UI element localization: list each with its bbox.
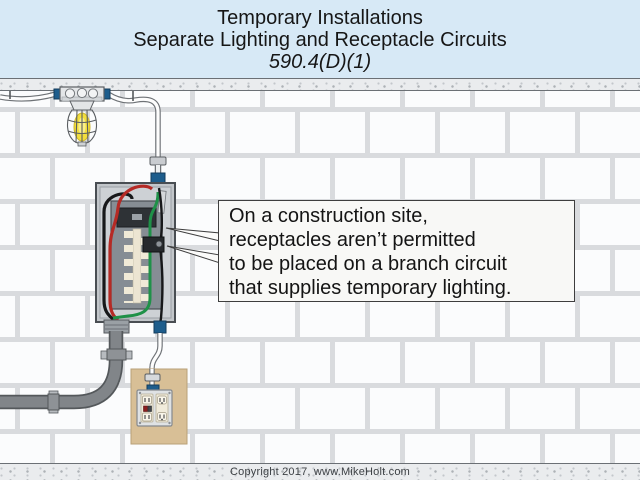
gfci-receptacle-icon	[140, 393, 154, 423]
duplex-receptacle-icon	[155, 393, 169, 423]
title-band: Temporary Installations Separate Lightin…	[0, 0, 640, 78]
code-reference: 590.4(D)(1)	[268, 51, 372, 73]
cable-hook-icon	[9, 91, 134, 101]
callout-line-3: to be placed on a branch circuit	[229, 253, 507, 275]
callout-line-4: that supplies temporary lighting.	[229, 277, 512, 299]
receptacle-cable	[149, 333, 163, 387]
callout-box: On a construction site, receptacles aren…	[218, 200, 575, 302]
callout-line-2: receptacles aren’t permitted	[229, 229, 476, 251]
callout-line-1: On a construction site,	[229, 205, 428, 227]
drop-conduit	[149, 156, 167, 186]
plate-screws	[138, 391, 171, 425]
work-light-icon	[66, 100, 98, 147]
panel-wiring	[102, 184, 164, 325]
junction-box	[53, 86, 111, 102]
electrical-panel	[95, 182, 176, 334]
black-branch-wire-2	[158, 246, 164, 325]
cable-connector-blue	[153, 320, 167, 334]
title-line-2: Separate Lighting and Receptacle Circuit…	[133, 29, 507, 51]
ceiling-strip	[0, 78, 640, 91]
conduit-strap	[100, 348, 133, 361]
red-feeder-wire	[108, 184, 154, 322]
wire-connector	[155, 240, 163, 248]
receptacle-assembly	[130, 368, 188, 445]
lamp-cage	[66, 109, 98, 145]
service-conduit	[0, 331, 133, 414]
title-line-1: Temporary Installations	[217, 7, 423, 29]
breaker-column	[124, 228, 150, 304]
green-ground-wire	[112, 191, 160, 320]
ceiling-cable	[0, 91, 161, 158]
cable-coupling	[144, 373, 161, 382]
conduit-strap-2	[47, 390, 60, 414]
floor-strip: Copyright 2017, www.MikeHolt.com	[0, 463, 640, 480]
copyright-text: Copyright 2017, www.MikeHolt.com	[229, 466, 411, 478]
main-breaker-handle	[132, 214, 142, 220]
